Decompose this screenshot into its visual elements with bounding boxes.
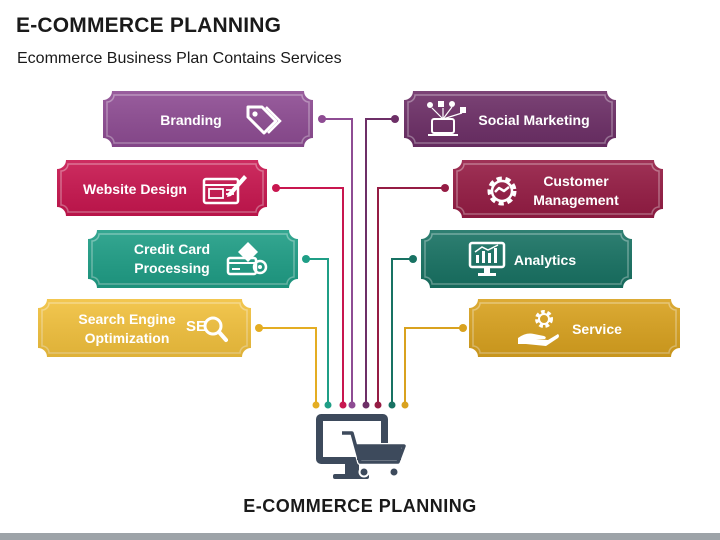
gear-handshake-icon bbox=[487, 176, 517, 206]
connector-branding bbox=[322, 118, 353, 405]
web-design-icon bbox=[202, 175, 247, 205]
connector-service bbox=[404, 327, 463, 405]
branding-box-shade bbox=[103, 91, 313, 147]
connector-dot bbox=[401, 401, 409, 409]
seo-label: Search Engine Optimization bbox=[78, 311, 176, 346]
seo-box-shade bbox=[38, 299, 251, 357]
bottom-bar bbox=[0, 533, 720, 540]
svg-text:SE: SE bbox=[186, 318, 206, 335]
social-marketing-box-shade bbox=[404, 91, 616, 147]
connector-dot bbox=[255, 324, 263, 332]
connector-dot bbox=[374, 401, 382, 409]
connector-dot bbox=[339, 401, 347, 409]
branding-label: Branding bbox=[160, 111, 222, 128]
connector-dot bbox=[391, 115, 399, 123]
tag-icon bbox=[246, 105, 282, 135]
connector-website-design bbox=[276, 187, 344, 405]
connector-dot bbox=[362, 401, 370, 409]
connector-dot bbox=[302, 255, 310, 263]
connector-analytics bbox=[391, 258, 413, 405]
seo-magnifier-icon: SE bbox=[186, 316, 228, 342]
connector-dot bbox=[388, 401, 396, 409]
center-label: E-COMMERCE PLANNING bbox=[243, 496, 477, 516]
customer-management-label: Customer Management bbox=[533, 173, 619, 208]
connector-dot bbox=[459, 324, 467, 332]
connector-dot bbox=[441, 184, 449, 192]
service-label: Service bbox=[572, 320, 622, 337]
connector-dot bbox=[272, 184, 280, 192]
monitor-chart-icon bbox=[468, 241, 506, 276]
connector-customer-management bbox=[377, 187, 445, 405]
social-marketing-label: Social Marketing bbox=[478, 111, 590, 128]
website-design-label: Website Design bbox=[83, 180, 187, 197]
social-media-icon bbox=[427, 101, 466, 136]
hand-gear-icon bbox=[518, 310, 559, 346]
connector-credit-card bbox=[306, 258, 329, 405]
page-subtitle: Ecommerce Business Plan Contains Service… bbox=[17, 50, 342, 67]
connector-dot bbox=[312, 401, 320, 409]
analytics-label: Analytics bbox=[513, 251, 577, 268]
page-title: E-COMMERCE PLANNING bbox=[16, 14, 282, 37]
customer-management-box-shade bbox=[453, 160, 663, 218]
connector-dot bbox=[324, 401, 332, 409]
connector-dot bbox=[348, 401, 356, 409]
analytics-box-shade bbox=[421, 230, 632, 288]
connector-social-marketing bbox=[365, 118, 395, 405]
credit-card-gear-icon bbox=[226, 242, 268, 276]
monitor-cart-icon bbox=[316, 414, 407, 479]
credit-card-processing-label: Credit Card Processing bbox=[133, 241, 211, 276]
connector-seo bbox=[259, 327, 317, 405]
connector-dot bbox=[409, 255, 417, 263]
connector-dot bbox=[318, 115, 326, 123]
